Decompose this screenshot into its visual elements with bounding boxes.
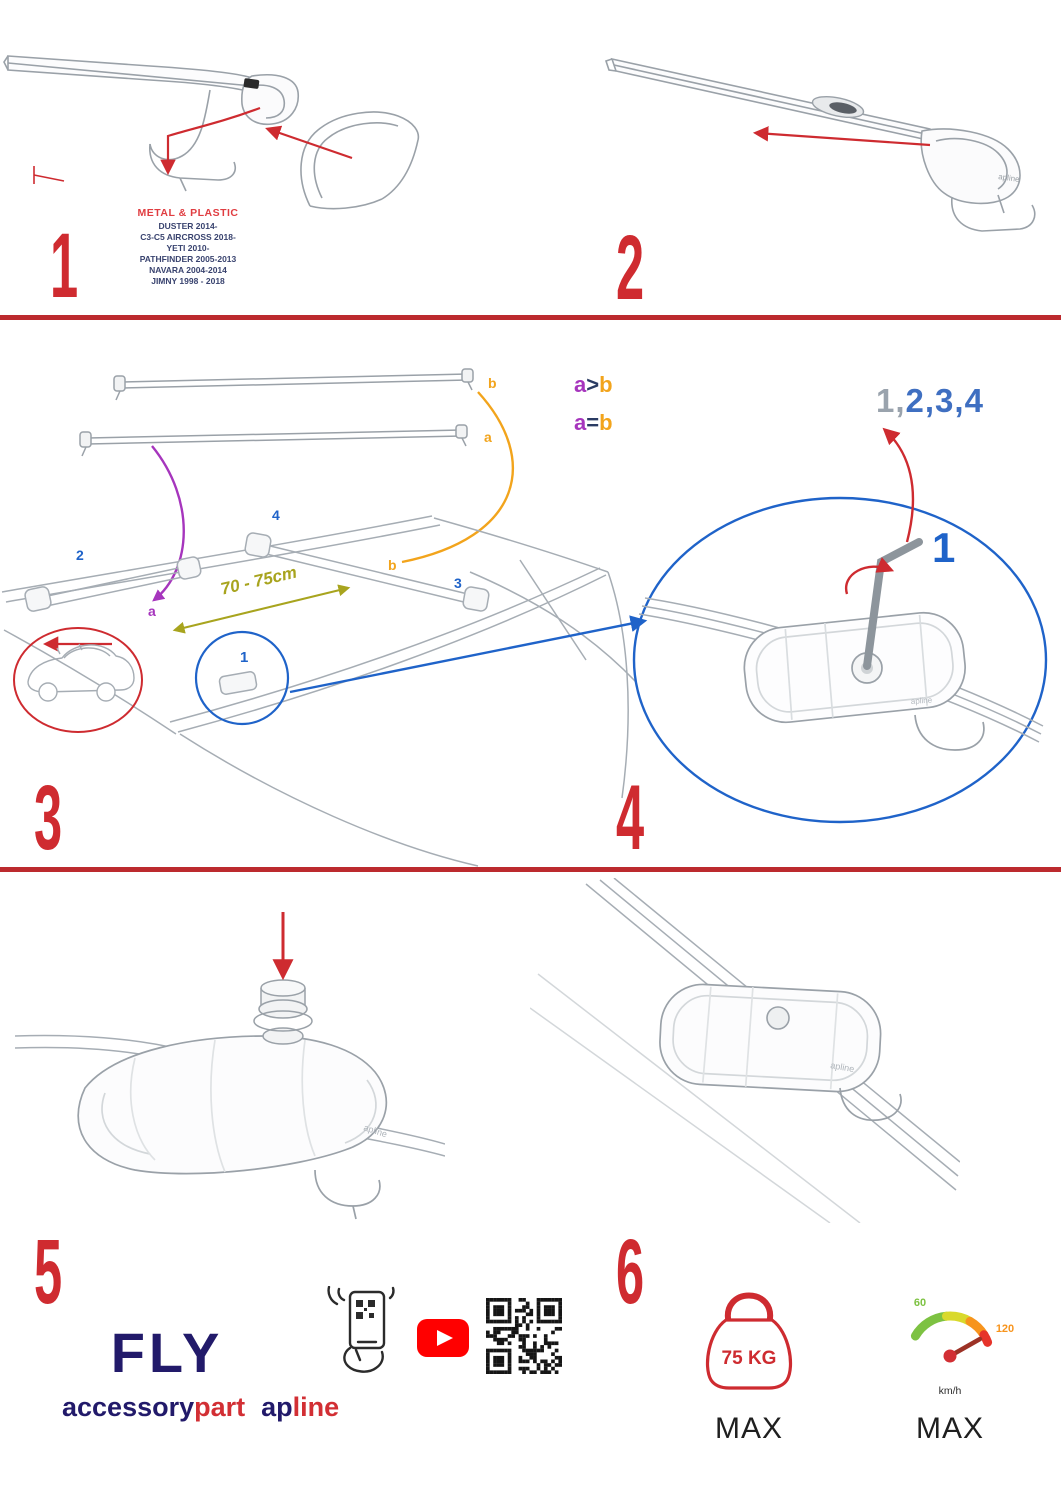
model-line: C3-C5 AIRCROSS 2018-: [140, 232, 236, 242]
bar-label-b: b: [488, 375, 497, 391]
guide-curve-a: [151, 445, 185, 602]
brand-accessory: accessory: [62, 1392, 195, 1422]
step-number-2: 2: [616, 217, 645, 319]
step-number-1: 1: [50, 215, 79, 317]
model-line: JIMNY 1998 - 2018: [151, 276, 225, 286]
loose-crossbar-a: [79, 424, 468, 457]
speed-unit-label: km/h: [939, 1385, 962, 1397]
section-divider: [0, 867, 1061, 872]
material-label: METAL & PLASTIC: [137, 207, 239, 219]
panel1-clamp-exploded-drawing: [3, 55, 420, 210]
section-divider: [0, 315, 1061, 320]
scan-phone-icon: [327, 1286, 395, 1373]
weight-limit-icon: 75 KG: [705, 1292, 793, 1390]
rule-op: >: [586, 372, 600, 397]
rule-a: a: [574, 372, 587, 397]
bar-slot: [811, 95, 865, 119]
brand-logo-patch: [243, 78, 260, 89]
pos-label-3: 3: [454, 575, 462, 591]
pos-label-2: 2: [76, 547, 84, 563]
weight-value: 75 KG: [722, 1348, 777, 1369]
clamp-drawing: [920, 128, 1036, 232]
dimension-arrow: [172, 584, 351, 634]
insert-arrow: [752, 126, 931, 147]
model-line: NAVARA 2004-2014: [149, 265, 227, 275]
vehicle-compatibility-list: METAL & PLASTIC DUSTER 2014- C3-C5 AIRCR…: [98, 207, 278, 287]
clamp-logo-text: apline: [998, 172, 1021, 184]
dimension-text: 70 - 75cm: [219, 563, 299, 599]
rotate-arrow: [844, 557, 895, 595]
rule-a: a: [574, 410, 587, 435]
sequence-arrow: [882, 427, 915, 543]
focus-circle: [194, 630, 290, 726]
zoom-ellipse: [632, 496, 1048, 824]
brand-part: part: [194, 1392, 246, 1422]
rule-op: =: [586, 410, 600, 435]
bar-drawing: [604, 57, 933, 143]
zoom-arrow: [289, 615, 648, 694]
adjust-knob: [253, 979, 313, 1045]
sequence-done: 1,: [876, 382, 906, 419]
crossbar-drawing: [3, 55, 299, 192]
clamp-drawing: [659, 983, 882, 1093]
product-name: FLY: [110, 1321, 224, 1384]
brand-ap: ap: [261, 1392, 293, 1422]
panel6-mounted-clamp-drawing: apline: [530, 878, 960, 1223]
clamp-drawing: [77, 1035, 388, 1220]
clamp-logo-text: apline: [911, 695, 933, 706]
loose-crossbar-b: [113, 368, 474, 401]
rule-b: b: [599, 410, 613, 435]
youtube-icon: [417, 1319, 469, 1357]
panel2-bar-end-drawing: apline: [604, 57, 1036, 232]
car-roof-drawing: [1, 515, 637, 867]
speed-limit-icon: 60 120 km/h: [910, 1297, 1014, 1397]
apline-logo: apline: [261, 1392, 339, 1423]
step-number-6: 6: [616, 1221, 645, 1323]
model-line: DUSTER 2014-: [158, 221, 218, 231]
brand-logos: accessorypart apline: [62, 1392, 339, 1423]
guide-curve-b: [401, 391, 514, 564]
pos-label-4: 4: [272, 507, 280, 523]
pos-label-b: b: [388, 557, 397, 573]
rule-b: b: [599, 372, 613, 397]
speedometer-hub: [943, 1349, 957, 1363]
clamp-foot: [839, 1087, 902, 1121]
accessorypart-logo: accessorypart: [62, 1392, 245, 1423]
red-arrows: [33, 106, 353, 184]
brand-line: line: [292, 1392, 340, 1422]
bar-label-a: a: [484, 429, 492, 445]
cover-piece-drawing: [300, 111, 420, 210]
model-line: PATHFINDER 2005-2013: [139, 254, 237, 264]
model-line: YETI 2010-: [166, 243, 210, 253]
panel5-knob-drawing: apline: [15, 912, 445, 1220]
speed-low-label: 60: [914, 1297, 926, 1309]
step-number-5: 5: [34, 1221, 63, 1323]
rule-row: a>b: [574, 366, 613, 404]
weight-max-label: MAX: [714, 1412, 783, 1445]
panel4-tighten-detail-drawing: apline: [632, 427, 1048, 824]
car-direction-inset: [13, 627, 143, 733]
sequence-rest: 2,3,4: [905, 382, 984, 419]
speed-max-label: MAX: [915, 1412, 984, 1445]
rule-row: a=b: [574, 404, 613, 442]
step-number-4: 4: [616, 767, 645, 869]
clamp-logo-text: apline: [830, 1060, 855, 1074]
clamp-foot: [914, 714, 985, 751]
pos-label-1: 1: [240, 649, 248, 666]
step-number-3: 3: [34, 767, 63, 869]
bolt-hole: [766, 1006, 790, 1030]
qr-code: [486, 1298, 562, 1374]
tighten-sequence: 1,2,3,4: [876, 382, 984, 420]
length-rules: a>b a=b: [574, 366, 613, 442]
panel3-roof-placement-drawing: b a 70 -: [1, 368, 648, 867]
current-step-label: 1: [932, 524, 956, 571]
pos-label-a: a: [148, 603, 156, 619]
speed-high-label: 120: [996, 1323, 1014, 1335]
